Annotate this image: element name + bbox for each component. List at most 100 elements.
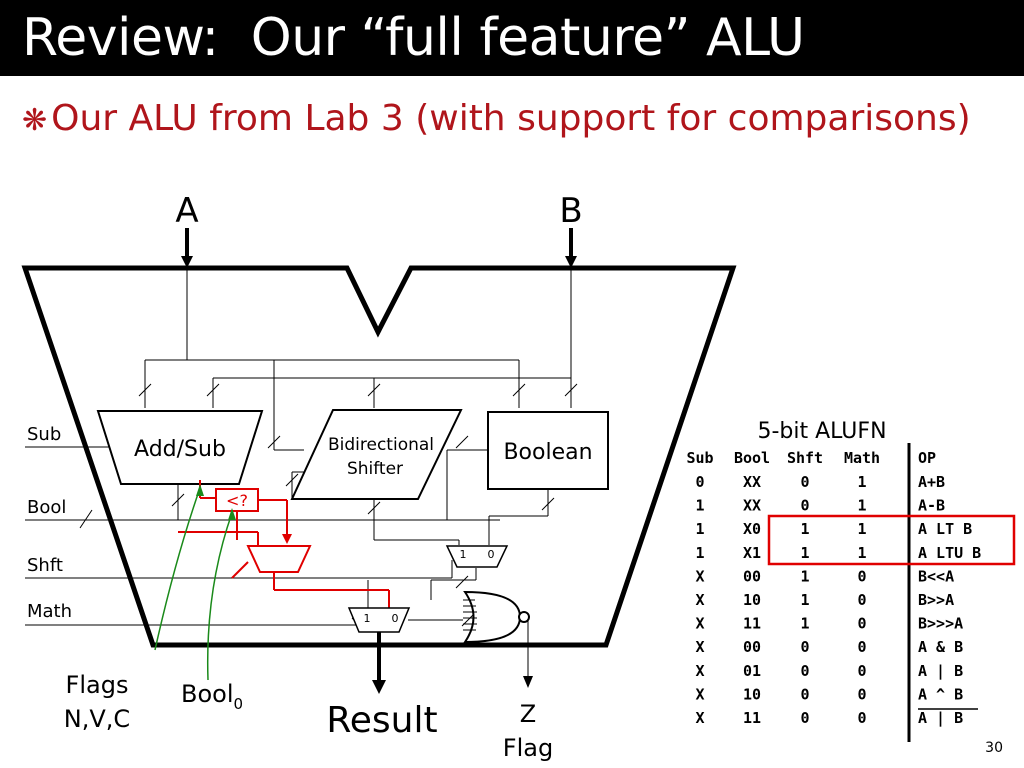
flags-label-line2: N,V,C — [64, 705, 130, 733]
shifter-unit — [290, 409, 463, 500]
table-cell: 0 — [857, 638, 866, 656]
annotation-lines — [154, 487, 233, 681]
table-cell: 01 — [743, 662, 761, 680]
signal-shft-label: Shft — [27, 555, 63, 576]
table-cell: 1 — [857, 497, 866, 515]
table-cell: 1 — [800, 615, 809, 633]
input-a-label: A — [175, 191, 198, 231]
shifter-label-line2: Shifter — [347, 459, 403, 479]
table-header-cell: Math — [844, 449, 880, 467]
math-mux-in1: 1 — [364, 612, 371, 625]
compare-mux — [246, 545, 312, 573]
table-cell: 0 — [800, 497, 809, 515]
title-bar: Review: Our “full feature” ALU — [0, 0, 1024, 76]
table-cell: 1 — [800, 591, 809, 609]
table-cell: X — [695, 567, 704, 585]
table-header-cell: OP — [918, 449, 936, 467]
table-cell: 0 — [800, 662, 809, 680]
table-cell: 0 — [857, 709, 866, 727]
table-cell: 11 — [743, 709, 761, 727]
table-cell: 00 — [743, 567, 761, 585]
table-cell: 1 — [695, 497, 704, 515]
table-cell: B<<A — [918, 567, 954, 585]
table-cell: X — [695, 591, 704, 609]
bool0-arrowhead — [228, 508, 236, 520]
table-cell: XX — [743, 497, 761, 515]
signal-math-label: Math — [27, 601, 72, 622]
table-cell: 0 — [857, 615, 866, 633]
bool-mux-in1: 1 — [460, 548, 467, 561]
table-cell: 1 — [857, 473, 866, 491]
table-cell: 1 — [857, 544, 866, 562]
bool-mux — [445, 545, 509, 568]
flags-label-line1: Flags — [66, 671, 129, 699]
table-cell: 0 — [857, 662, 866, 680]
bool-mux-in0: 0 — [488, 548, 495, 561]
table-header-cell: Sub — [686, 449, 713, 467]
bullet-star-icon: ❋ — [22, 103, 48, 138]
table-cell: X0 — [743, 520, 761, 538]
shifter-label-line1: Bidirectional — [328, 435, 434, 455]
table-cell: X — [695, 638, 704, 656]
flags-arrowhead — [196, 484, 204, 496]
input-b-arrowhead — [565, 256, 577, 268]
table-cell: X — [695, 685, 704, 703]
table-cell: 0 — [800, 473, 809, 491]
table-cell: X1 — [743, 544, 761, 562]
table-cell: 0 — [857, 591, 866, 609]
input-b-label: B — [559, 191, 582, 231]
bus-width-marks — [79, 383, 578, 627]
table-cell: 1 — [800, 544, 809, 562]
boolean-label: Boolean — [503, 440, 592, 465]
nor-gate — [463, 590, 530, 644]
table-cell: A & B — [918, 638, 963, 656]
table-cell: 1 — [800, 520, 809, 538]
math-mux-in0: 0 — [392, 612, 399, 625]
table-cell: 1 — [800, 567, 809, 585]
nor-inputs — [463, 599, 477, 631]
slide-title: Review: Our “full feature” ALU — [22, 8, 805, 68]
table-cell: A LT B — [918, 520, 972, 538]
table-cell: B>>A — [918, 591, 954, 609]
add-sub-label: Add/Sub — [134, 437, 226, 462]
table-header-cell: Bool — [734, 449, 770, 467]
zflag-label-line2: Flag — [503, 734, 553, 762]
table-cell: A+B — [918, 473, 945, 491]
table-header-cell: Shft — [787, 449, 823, 467]
table-cell: X — [695, 662, 704, 680]
result-label: Result — [326, 700, 437, 741]
table-cell: XX — [743, 473, 761, 491]
table-cell: 11 — [743, 615, 761, 633]
table-cell: 10 — [743, 685, 761, 703]
comparison-highlight — [767, 514, 1016, 566]
table-cell: A | B — [918, 709, 963, 728]
table-cell: 0 — [857, 567, 866, 585]
table-cell: 00 — [743, 638, 761, 656]
table-cell: 0 — [800, 709, 809, 727]
table-cell: 1 — [857, 520, 866, 538]
zflag-label-line1: Z — [520, 700, 536, 728]
table-cell: 10 — [743, 591, 761, 609]
table-cell: 0 — [800, 685, 809, 703]
input-a-arrowhead — [181, 256, 193, 268]
page-number: 30 — [985, 740, 1003, 756]
math-mux — [347, 607, 411, 633]
bool0-label: Bool0 — [181, 680, 243, 713]
zflag-arrowhead — [523, 676, 533, 688]
table-cell: 0 — [857, 685, 866, 703]
compare-label: <? — [226, 491, 248, 510]
table-cell: 0 — [695, 473, 704, 491]
signal-bool-label: Bool — [27, 497, 66, 518]
table-cell: A-B — [918, 497, 945, 515]
bullet-point: ❋Our ALU from Lab 3 (with support for co… — [22, 94, 971, 146]
alufn-table-title: 5-bit ALUFN — [757, 419, 886, 444]
compare-unit — [215, 488, 259, 512]
boolean-unit — [487, 411, 609, 490]
table-cell: A | B — [918, 662, 963, 681]
table-cell: A ^ B — [918, 685, 963, 703]
result-arrowhead — [372, 680, 386, 694]
bullet-text: Our ALU from Lab 3 (with support for com… — [51, 98, 971, 139]
bus-wiring — [25, 268, 572, 680]
